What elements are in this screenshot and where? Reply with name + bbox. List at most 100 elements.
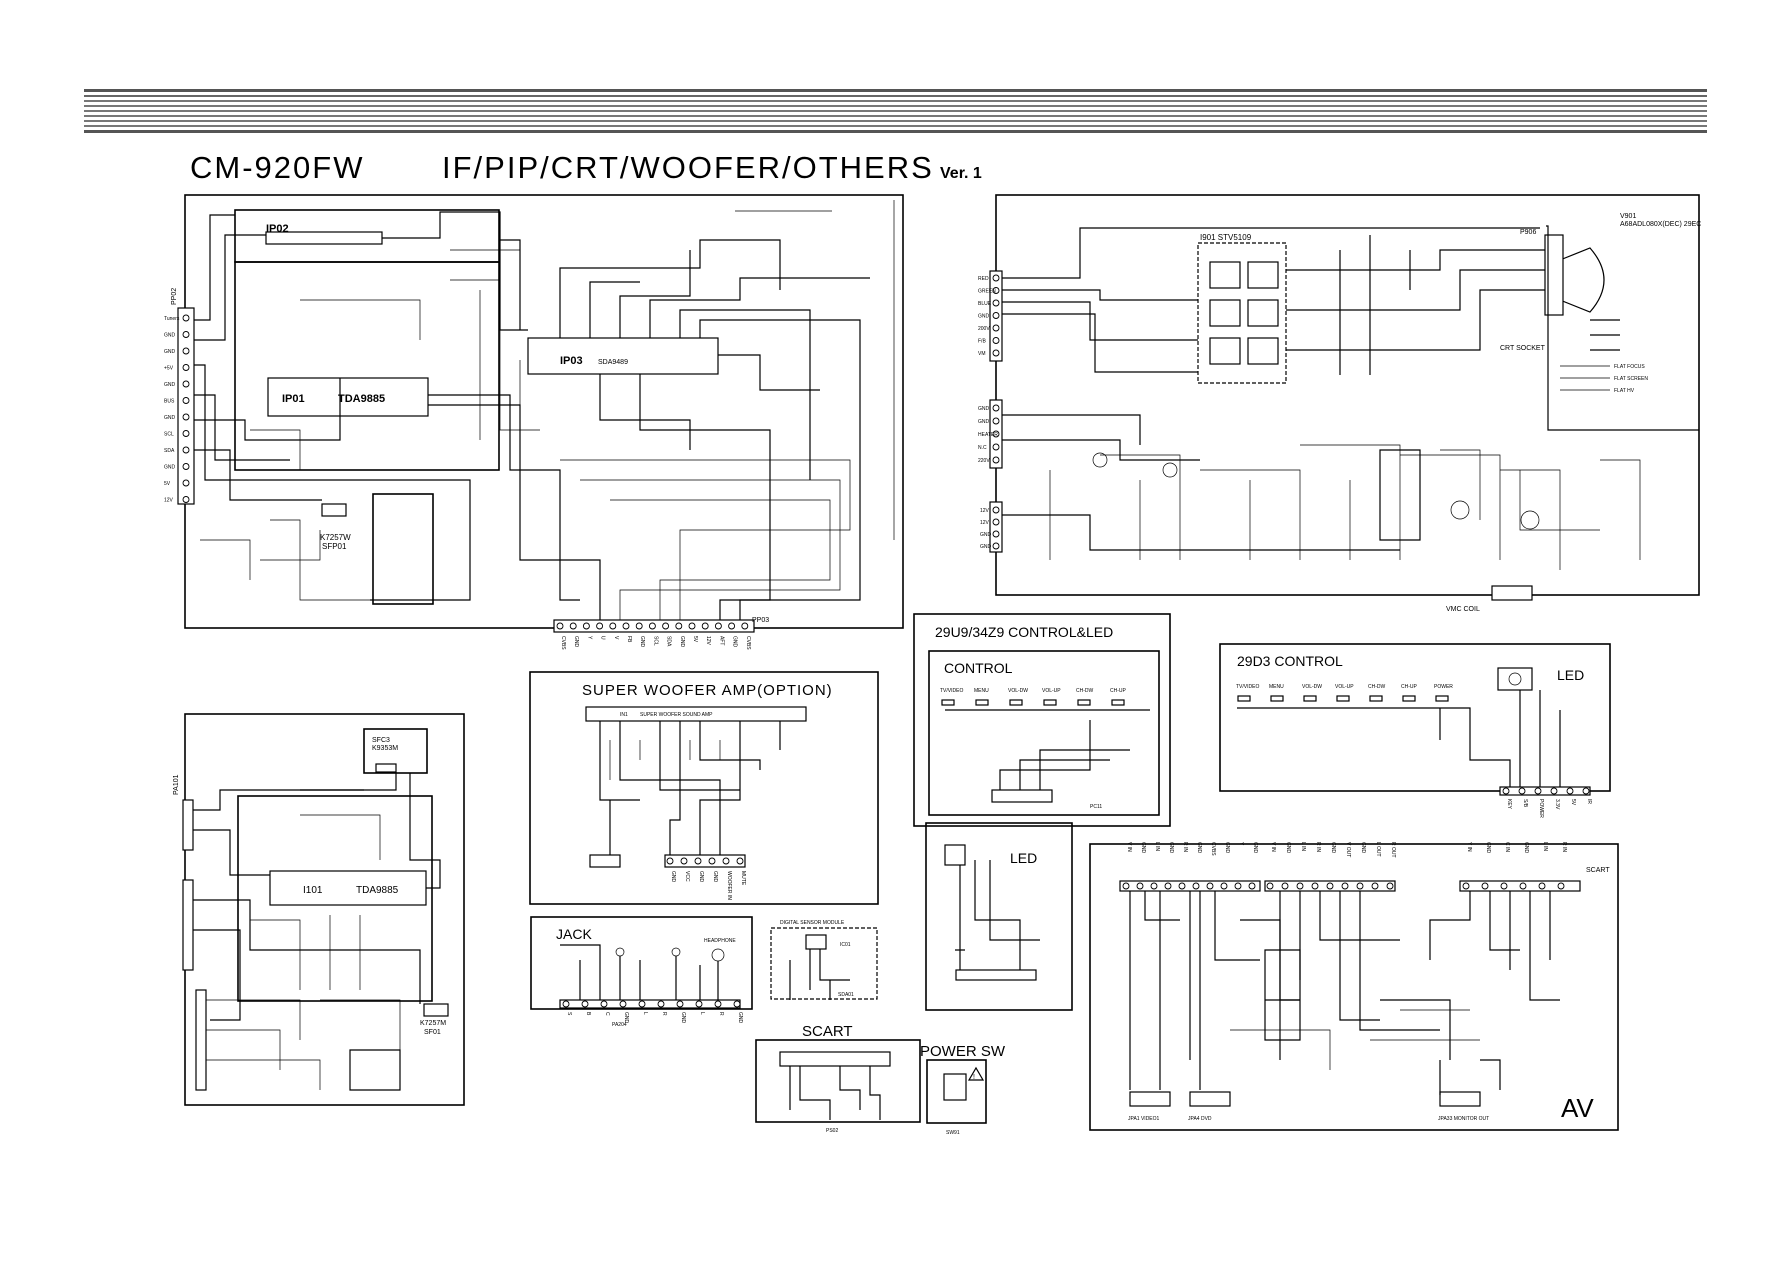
- power-sw-block: POWER SW ! SW91: [920, 1043, 1006, 1136]
- d3-button-label: MENU: [1269, 684, 1284, 690]
- page-subtitle: IF/PIP/CRT/WOOFER/OTHERS: [442, 150, 934, 185]
- scart-ref: PS02: [826, 1128, 838, 1134]
- crt-output-label: FLAT FOCUS: [1614, 364, 1645, 370]
- ic-ip02-label: IP02: [266, 223, 289, 235]
- jack-pin-label: L: [699, 1012, 705, 1015]
- pp02-pin: [182, 463, 190, 470]
- pp03-pin: [609, 622, 617, 630]
- pp03-pin-label: GND: [639, 636, 645, 648]
- pp03-pin-label: Y: [586, 636, 592, 640]
- d3-pin: [1518, 787, 1526, 795]
- pp03-pin: [728, 622, 736, 630]
- av-mid-pin: [1386, 882, 1394, 890]
- pp03-pin-label: SDA: [666, 636, 672, 647]
- u9-button-label: VOL-DW: [1008, 688, 1028, 694]
- d3-button-label: VOL-UP: [1335, 684, 1354, 690]
- ic-ip03-label: IP03: [560, 355, 583, 367]
- jack-pin-label: R: [718, 1012, 724, 1016]
- crt-heater-pin: [992, 443, 1000, 451]
- ic-i901-body: [1197, 242, 1287, 384]
- dsm-sensor: SDA01: [838, 992, 854, 998]
- u9-button: [1009, 699, 1023, 706]
- ic-i101-body: [269, 870, 427, 906]
- jack-pin-label: C: [604, 1012, 610, 1016]
- connector-pp02-label: PP02: [171, 288, 178, 305]
- pp02-pin-label: GND: [164, 349, 176, 355]
- crt-neck: [1544, 234, 1564, 316]
- av-mid-pin: [1371, 882, 1379, 890]
- av-left-pin-label: GND: [1196, 842, 1202, 854]
- jack-pin: [562, 1000, 570, 1008]
- av-mid-pin: [1341, 882, 1349, 890]
- u9-button: [941, 699, 955, 706]
- d3-button-label: CH-UP: [1401, 684, 1417, 690]
- av-left-pin-label: R IN: [1182, 842, 1188, 852]
- jack-pin-label: GND: [737, 1012, 743, 1024]
- pp03-pin-label: SCL: [652, 636, 658, 646]
- dsm-ic01: IC01: [840, 942, 851, 948]
- jack-pin: [657, 1000, 665, 1008]
- pp03-pin-label: CVBS: [745, 636, 751, 650]
- d3-button-label: POWER: [1434, 684, 1453, 690]
- pp02-pin-label: 5V: [164, 481, 171, 487]
- pp02-pin: [182, 314, 190, 322]
- scart-title: SCART: [802, 1023, 853, 1040]
- d3-button: [1270, 695, 1284, 702]
- ic-ip01-part: TDA9885: [338, 393, 385, 405]
- av-mid-pin-label: L IN: [1300, 842, 1306, 851]
- version-label: Ver. 1: [940, 165, 982, 182]
- av-right-pin-label: GND: [1523, 842, 1529, 854]
- crt-supply-pin: [992, 530, 1000, 538]
- pp03-pin: [556, 622, 564, 630]
- header-bars: [84, 89, 1707, 133]
- woofer-pin-label: VCC: [684, 871, 690, 882]
- av-mid-pin: [1266, 882, 1274, 890]
- av-mid-pin-label: V IN: [1270, 842, 1276, 852]
- av-jack-label: JPA1 VIDEO1: [1128, 1116, 1160, 1122]
- crt-rgb-pin: [992, 274, 1000, 282]
- av-jack-label: JPA4 DVD: [1188, 1116, 1212, 1122]
- d3-button: [1369, 695, 1383, 702]
- woofer-block: SUPER WOOFER AMP(OPTION) IN1 SUPER WOOFE…: [529, 671, 879, 905]
- d3-pin: [1502, 787, 1510, 795]
- crt-supply-pin: [992, 506, 1000, 514]
- pp02-pin: [182, 479, 190, 487]
- av-mid-pin-label: V OUT: [1345, 842, 1351, 857]
- pp03-pin: [648, 622, 656, 630]
- pip-connector-label: PA101: [173, 774, 180, 795]
- pp03-pin-label: U: [600, 636, 606, 640]
- crt-output-label: FLAT HV: [1614, 388, 1635, 394]
- pp02-pin: [182, 347, 190, 355]
- vm-coil-connector: [1491, 585, 1533, 601]
- pp02-pin: [182, 430, 190, 437]
- pp02-pin-label: SCL: [164, 432, 174, 438]
- av-left-pin: [1206, 882, 1214, 890]
- av-right-pin: [1519, 882, 1527, 890]
- d3-pin-label: S/B: [1522, 799, 1528, 808]
- jack-headphone-label: HEADPHONE: [704, 938, 736, 944]
- av-left-pin-label: Y: [1238, 842, 1244, 846]
- woofer-connector: [664, 854, 746, 868]
- control-29d3-connector: [1499, 786, 1591, 796]
- av-left-pin-label: V IN: [1126, 842, 1132, 852]
- u9-button: [1111, 699, 1125, 706]
- crt-rgb-pin: [992, 324, 1000, 332]
- av-mid-pin: [1326, 882, 1334, 890]
- av-right-pin-label: R IN: [1561, 842, 1567, 852]
- jack-title: JACK: [556, 926, 592, 942]
- u9-button-label: MENU: [974, 688, 989, 694]
- av-left-pin: [1234, 882, 1242, 890]
- av-jack-label: JPA33 MONITOR OUT: [1438, 1116, 1489, 1122]
- crt-heater-pin-label: GND: [978, 419, 990, 425]
- pp02-pin-label: SDA: [164, 448, 175, 454]
- av-mid-pin-label: GND: [1360, 842, 1366, 854]
- ic-in1-label: IN1: [620, 712, 628, 718]
- av-right-pin: [1462, 882, 1470, 890]
- woofer-pin: [694, 857, 702, 865]
- av-jack: [1439, 1091, 1481, 1107]
- av-jack: [1189, 1091, 1231, 1107]
- control-29d3-title: 29D3 CONTROL: [1237, 653, 1343, 669]
